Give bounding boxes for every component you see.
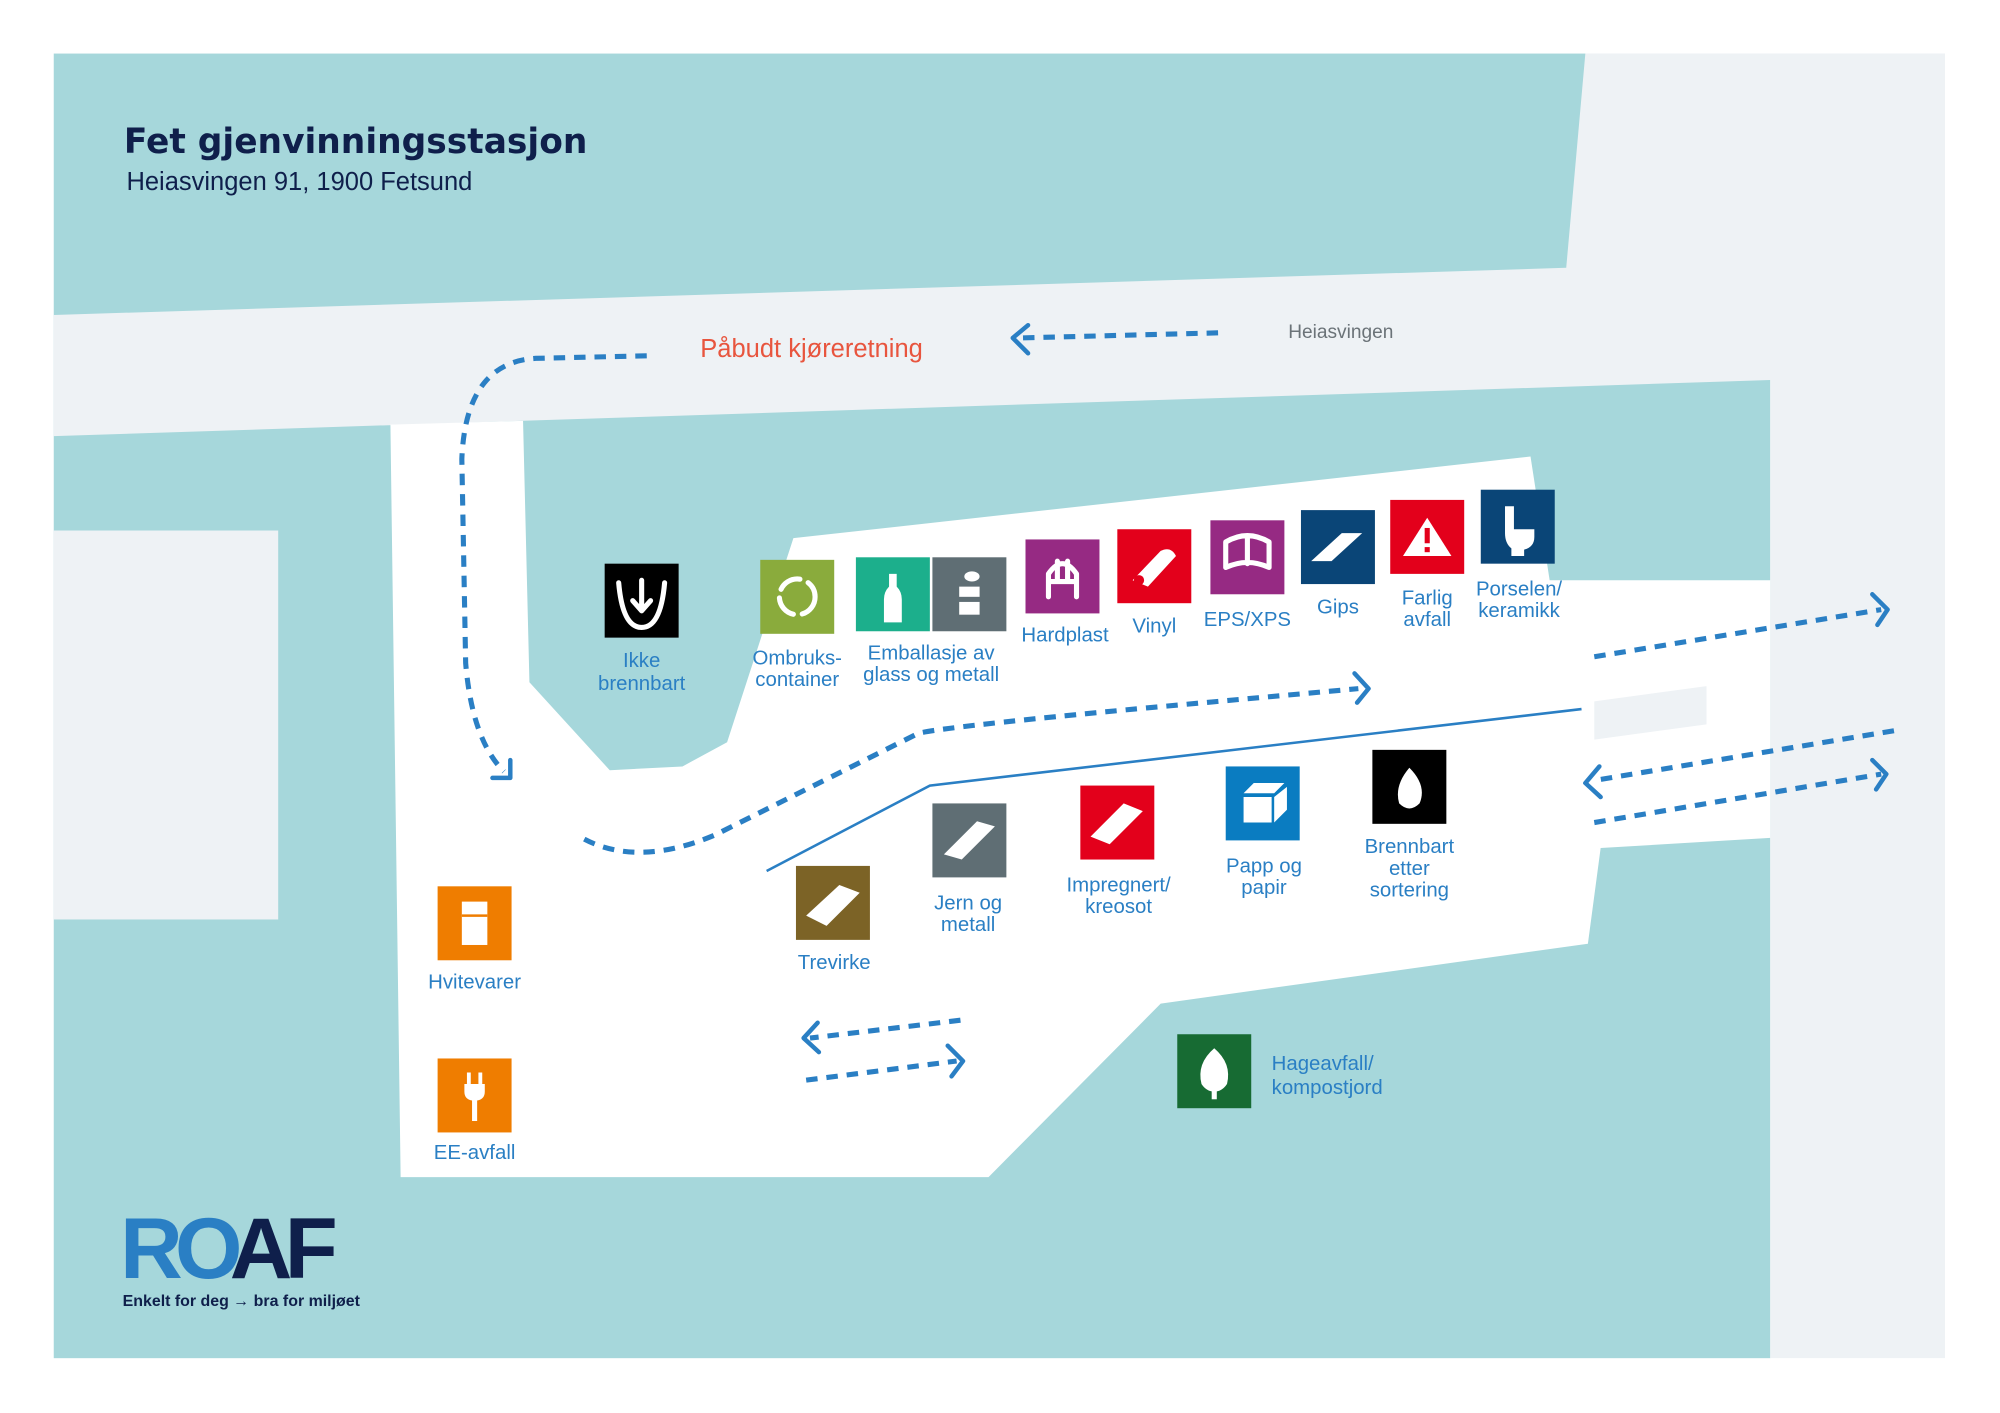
route-dash — [1593, 607, 1882, 660]
arrow-left-icon — [1583, 764, 1603, 800]
station-label: papir — [1241, 877, 1287, 899]
route-dash — [1593, 771, 1882, 826]
station-gips[interactable]: Gips — [1300, 510, 1375, 618]
arrow-right-icon — [1352, 671, 1371, 705]
station-emballasje[interactable]: Emballasje av glass og metall — [855, 557, 1007, 686]
logo-ro: RO — [120, 1201, 239, 1297]
route-arrows — [459, 322, 1895, 1083]
station-label: etter — [1389, 858, 1430, 880]
right-road — [1566, 53, 1945, 1359]
station-label: Ikke — [623, 650, 660, 672]
station-papp[interactable]: Papp og papir — [1225, 766, 1302, 899]
station-hardplast[interactable]: Hardplast — [1021, 539, 1109, 646]
station-label: keramikk — [1478, 600, 1560, 622]
station-label: Emballasje av — [868, 642, 996, 664]
station-label: metall — [941, 914, 995, 936]
station-label: EPS/XPS — [1204, 609, 1291, 631]
station-label: Porselen/ — [1476, 579, 1562, 601]
arrow-right-icon — [1870, 592, 1890, 628]
direction-label: Påbudt kjøreretning — [700, 335, 923, 363]
station-label: Hardplast — [1021, 624, 1109, 646]
station-label: avfall — [1403, 609, 1451, 631]
station-label: Papp og — [1226, 855, 1302, 877]
station-label: container — [755, 669, 839, 691]
road-heiasvingen — [53, 267, 1771, 437]
route-dash — [1020, 330, 1219, 341]
logo-tagline: Enkelt for deg → bra for miljøet — [123, 1293, 361, 1310]
route-dash — [805, 1058, 957, 1083]
station-label: Ombruks- — [752, 647, 842, 669]
arrow-left-icon — [801, 1020, 822, 1055]
road-name: Heiasvingen — [1288, 322, 1393, 343]
station-porselen[interactable]: Porselen/ keramikk — [1476, 489, 1562, 623]
small-lot — [1594, 686, 1707, 740]
route-dash — [809, 1017, 961, 1041]
station-brennbart[interactable]: Brennbart etter sortering — [1365, 749, 1455, 902]
divider-line — [766, 707, 1582, 873]
station-farlig[interactable]: Farlig avfall — [1390, 499, 1465, 631]
station-ombruk[interactable]: Ombruks- container — [752, 559, 842, 691]
station-label: Vinyl — [1132, 616, 1176, 638]
logo-af: AF — [230, 1201, 335, 1297]
station-ee-avfall[interactable]: EE-avfall — [434, 1058, 516, 1164]
station-jern[interactable]: Jern og metall — [932, 803, 1007, 936]
arrow-left-icon — [1010, 322, 1031, 356]
station-label: EE-avfall — [434, 1142, 516, 1164]
station-label: sortering — [1370, 880, 1449, 902]
route-dash — [1593, 728, 1895, 783]
route-dash — [459, 353, 647, 774]
arrow-right-icon — [1870, 757, 1889, 792]
station-trevirke[interactable]: Trevirke — [795, 865, 871, 974]
station-label: Impregnert/ — [1066, 874, 1171, 896]
station-label: kreosot — [1085, 896, 1152, 918]
page-title: Fet gjenvinningsstasjon — [124, 122, 588, 162]
station-hageavfall[interactable]: Hageavfall/ kompostjord — [1177, 1034, 1383, 1109]
plastic-chair-icon — [1025, 539, 1100, 614]
station-label: Jern og — [934, 892, 1002, 914]
station-vinyl[interactable]: Vinyl — [1117, 529, 1192, 638]
roaf-logo: RO AF Enkelt for deg → bra for miljøet — [120, 1201, 361, 1310]
arrow-right-icon — [945, 1043, 966, 1079]
station-label: Trevirke — [798, 952, 871, 974]
station-label: glass og metall — [863, 664, 999, 686]
station-eps[interactable]: EPS/XPS — [1204, 520, 1291, 631]
station-impregnert[interactable]: Impregnert/ kreosot — [1066, 785, 1171, 919]
station-hvitevarer[interactable]: Hvitevarer — [428, 886, 521, 993]
station-label: Gips — [1317, 596, 1359, 618]
address: Heiasvingen 91, 1900 Fetsund — [126, 168, 472, 196]
left-lot — [53, 530, 279, 920]
arrow-down-icon — [490, 757, 513, 781]
route-dash — [583, 686, 1359, 855]
station-label: brennbart — [598, 673, 686, 695]
station-ikke-brennbart[interactable]: Ikke brennbart — [598, 563, 686, 695]
station-label: Farlig — [1402, 587, 1453, 609]
station-label: Brennbart — [1365, 836, 1455, 858]
recycle-icon — [760, 559, 835, 634]
station-label: kompostjord — [1272, 1077, 1383, 1099]
station-label: Hvitevarer — [428, 971, 521, 993]
station-label: Hageavfall/ — [1272, 1053, 1374, 1075]
